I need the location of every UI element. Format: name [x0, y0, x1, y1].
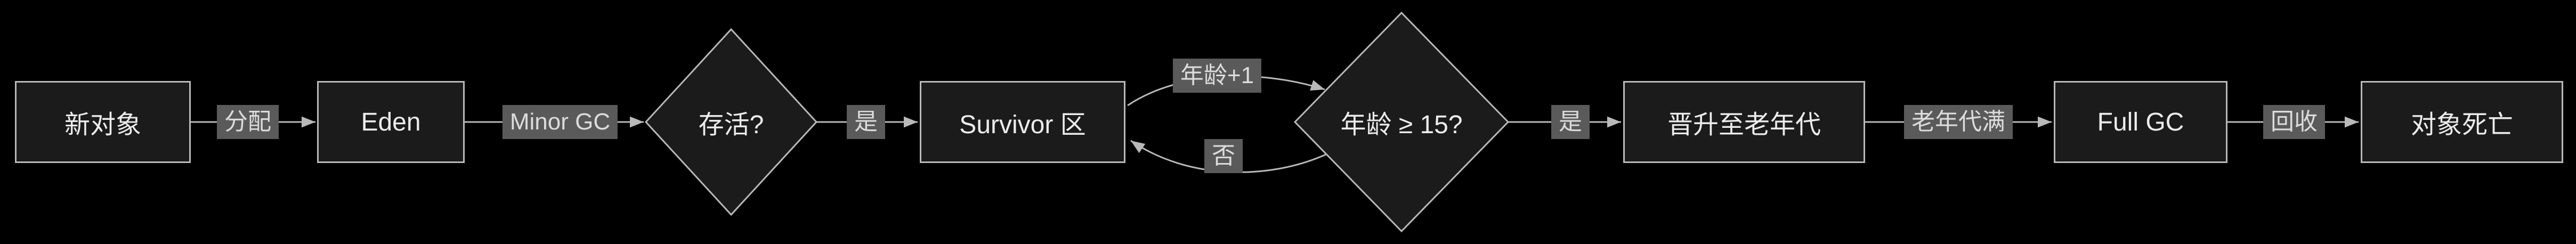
edge-label-no: 否 [1204, 139, 1243, 173]
edge-label-yes-2: 是 [1551, 105, 1590, 139]
node-old-gen-label: 晋升至老年代 [1667, 111, 1821, 139]
node-full-gc-label: Full GC [2097, 108, 2184, 136]
node-object-death-label: 对象死亡 [2410, 111, 2513, 139]
decision-age-check-shape [1293, 11, 1510, 233]
decision-survive-shape [644, 28, 818, 216]
node-eden: Eden [317, 81, 465, 163]
node-old-gen: 晋升至老年代 [1623, 81, 1865, 163]
edge-label-old-gen-full: 老年代满 [1904, 105, 2013, 139]
edge-label-yes-1: 是 [847, 105, 885, 139]
node-survivor: Survivor 区 [920, 81, 1125, 163]
edge-label-minor-gc: Minor GC [502, 105, 618, 139]
node-new-object-label: 新对象 [64, 111, 141, 139]
node-new-object: 新对象 [15, 81, 191, 163]
node-eden-label: Eden [361, 108, 421, 136]
node-full-gc: Full GC [2054, 81, 2227, 163]
node-object-death: 对象死亡 [2361, 81, 2563, 163]
edge-label-allocate: 分配 [217, 105, 279, 139]
decision-age-check-label: 年龄 ≥ 15? [1340, 111, 1463, 139]
node-survivor-label: Survivor 区 [959, 111, 1086, 139]
edge-label-recycle: 回收 [2263, 105, 2325, 139]
edge-label-age-plus-1: 年龄+1 [1172, 59, 1262, 93]
decision-survive-label: 存活? [698, 111, 764, 139]
